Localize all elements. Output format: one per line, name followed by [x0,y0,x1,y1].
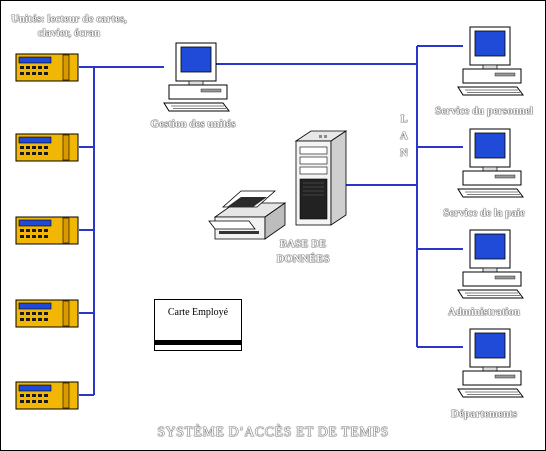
card-terminal-4 [15,299,79,328]
database-label-line-2: DONNÉES [276,253,330,265]
lan-letter-l: L [400,113,408,125]
gestion-computer [163,42,230,112]
label-departements: Départements [451,408,517,420]
employee-card: Carte Employé [154,299,242,351]
printer [208,190,287,240]
computer-departements [457,328,524,398]
database-label-line-1: BASE DE [279,238,327,250]
lan-letter-a: A [400,130,408,142]
computer-administration [457,229,524,299]
database-server [294,130,348,226]
label-paie: Service de la paie [443,207,525,219]
gestion-label: Gestion des unités [150,118,236,130]
units-label: Unités: lecteur de cartes, clavier, écra… [3,12,135,40]
label-administration: Administration [447,306,521,318]
database-label: BASE DE DONNÉES [263,237,343,267]
magnetic-stripe [155,340,241,345]
card-terminal-1 [15,53,79,82]
label-personnel: Service du personnel [435,105,533,117]
computer-personnel [457,26,524,96]
lan-label: L A N [397,114,411,159]
card-terminal-2 [15,133,79,162]
card-label: Carte Employé [167,307,229,318]
units-label-line-1: Unités: lecteur de cartes, [11,13,127,25]
lan-letter-n: N [400,147,408,159]
diagram-title: SYSTÈME D’ACCÈS ET DE TEMPS [157,425,389,440]
card-terminal-3 [15,216,79,245]
card-terminal-5 [15,381,79,410]
computer-paie [457,128,524,198]
units-label-line-2: clavier, écran [37,27,101,39]
